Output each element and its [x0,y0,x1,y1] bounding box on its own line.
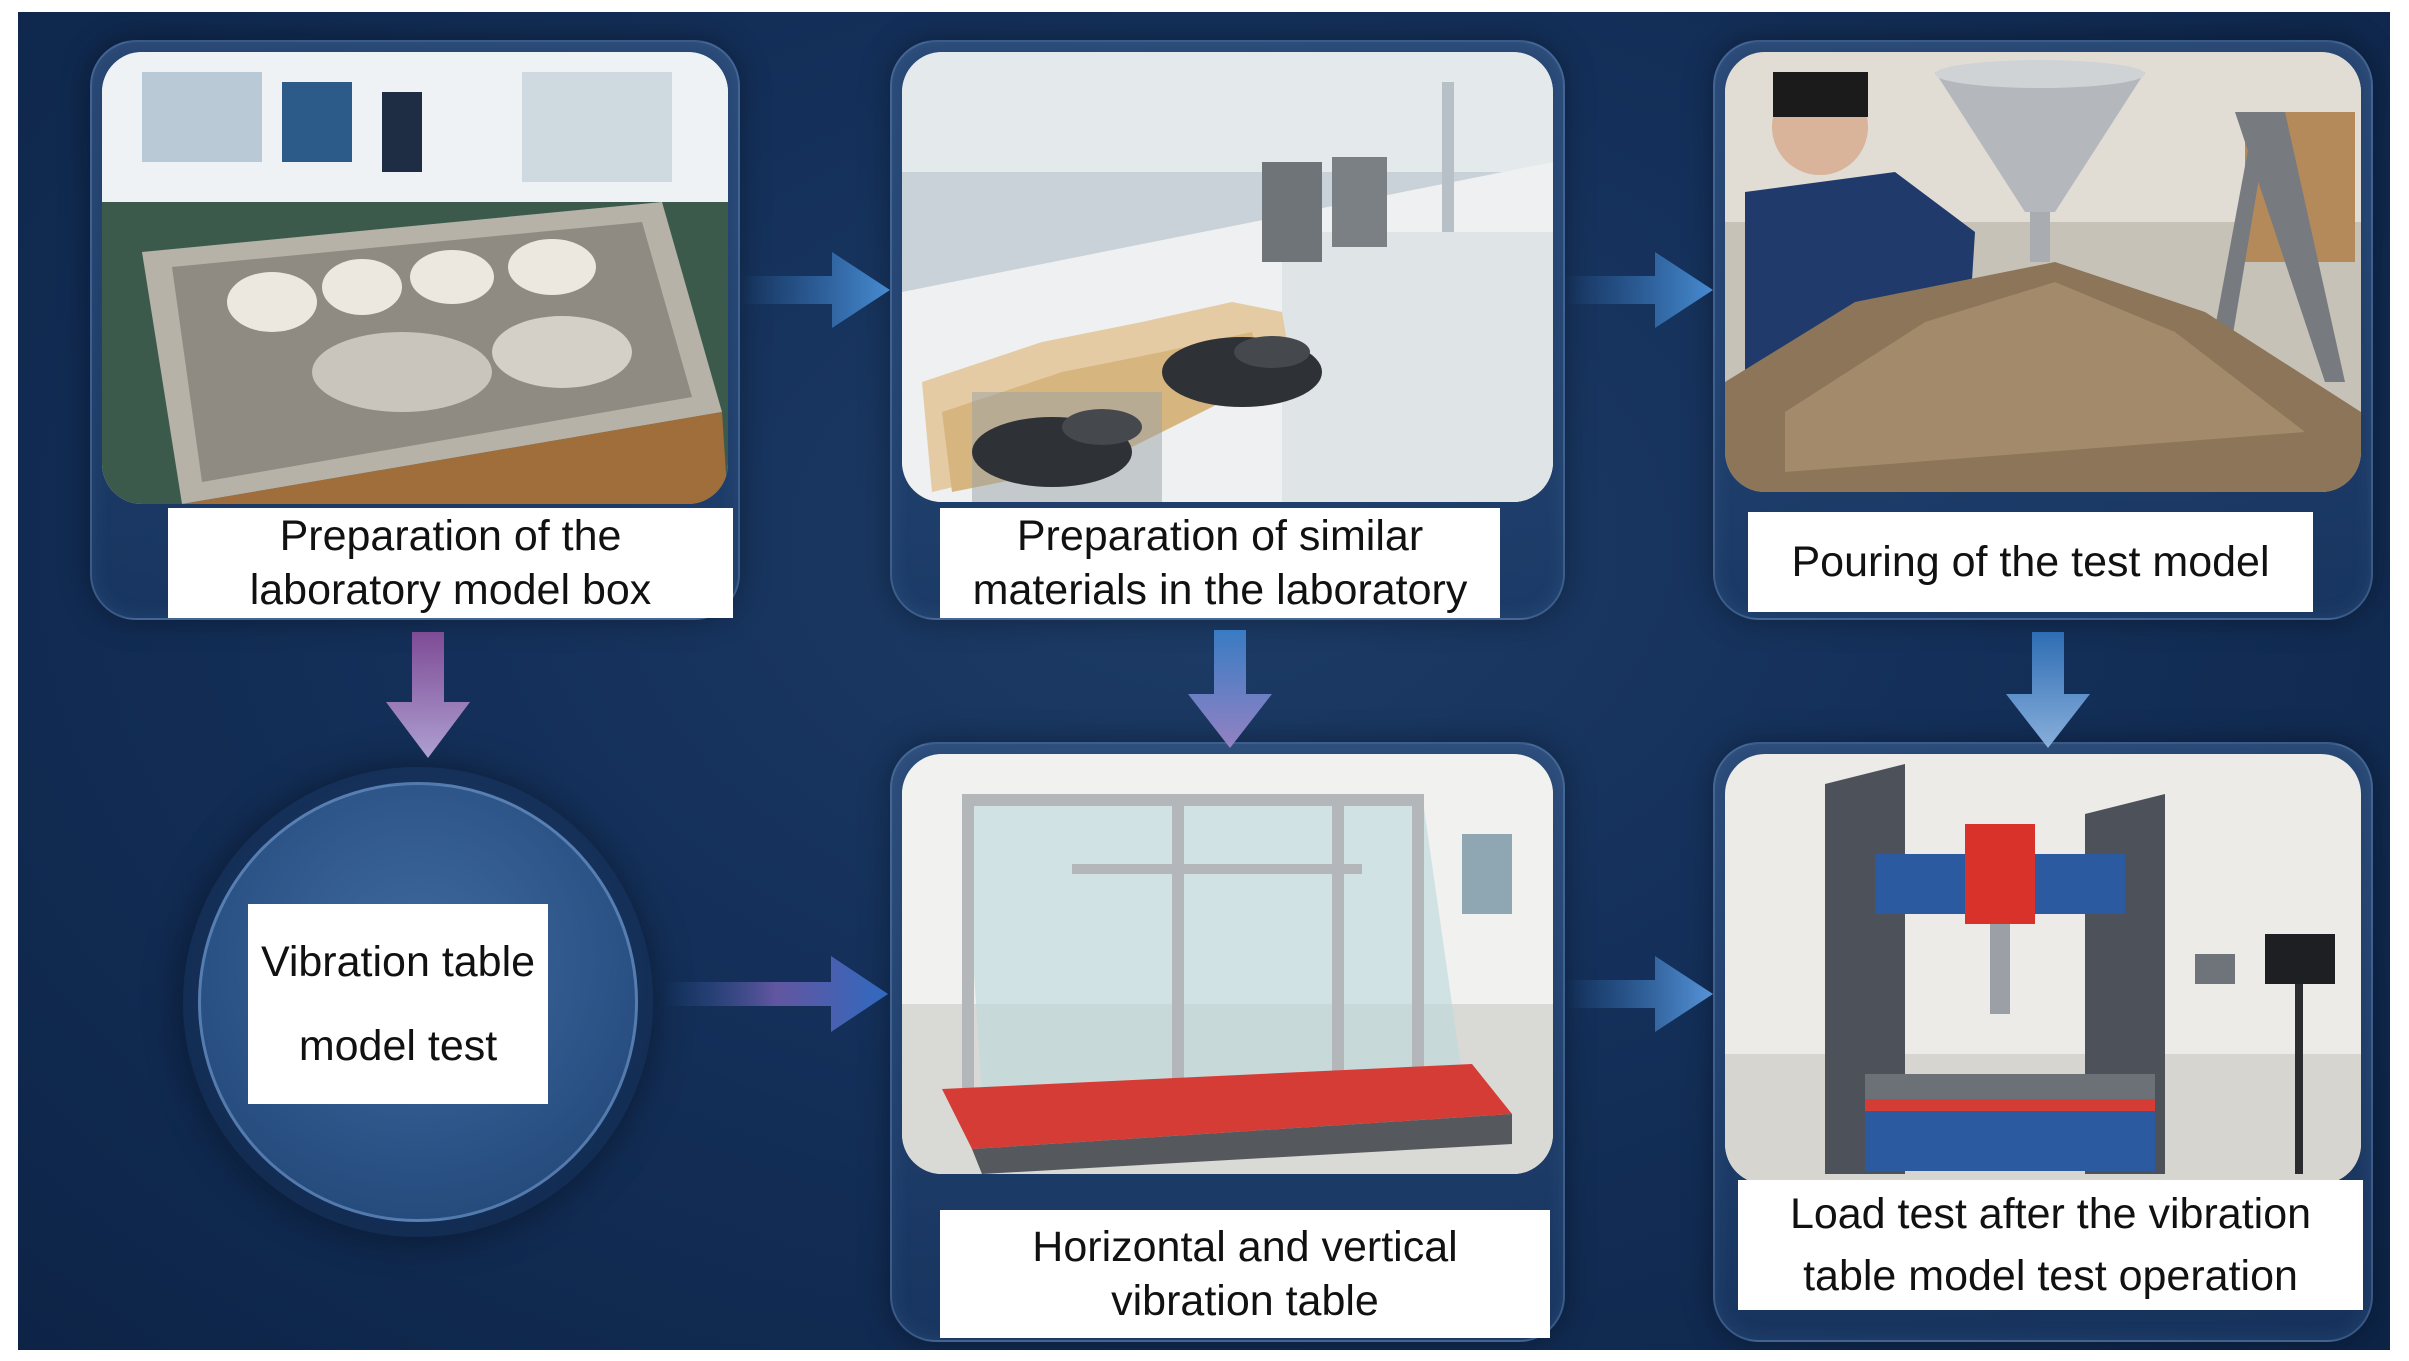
arrow-right-icon [1565,952,1713,1036]
step-label-vibration-test: Vibration table model test [248,904,548,1104]
similar-materials-photo [902,52,1553,502]
step-label-load-test-line1: Load test after the vibration [1789,1190,2312,1238]
arrow-down-icon [386,632,470,758]
model-box-photo [102,52,728,504]
step-label-vibration-test-line1: Vibration table [260,938,536,986]
step-label-similar-materials-line1: Preparation of similar [1016,512,1424,560]
step-label-model-box: Preparation of the laboratory model box [168,508,733,618]
arrow-down-icon [1188,630,1272,748]
step-label-model-box-line1: Preparation of the [279,512,622,560]
step-label-model-box-line2: laboratory model box [249,566,652,614]
step-label-load-test-line2: table model test operation [1803,1252,2298,1300]
step-label-shake-table-line2: vibration table [1111,1277,1379,1325]
step-label-pouring-line1: Pouring of the test model [1791,538,2270,586]
arrow-right-icon [740,248,890,332]
shake-table-photo [902,754,1553,1174]
load-test-photo [1725,754,2361,1184]
step-label-shake-table-line1: Horizontal and vertical [1032,1223,1458,1271]
step-label-similar-materials: Preparation of similar materials in the … [940,508,1500,618]
arrow-right-icon [663,952,888,1036]
diagram-board: Preparation of the laboratory model box [18,12,2390,1350]
arrow-right-icon [1565,248,1713,332]
step-label-shake-table: Horizontal and vertical vibration table [940,1210,1550,1338]
step-label-pouring: Pouring of the test model [1748,512,2313,612]
arrow-down-icon [2006,632,2090,748]
step-label-load-test: Load test after the vibration table mode… [1738,1180,2363,1310]
pouring-photo [1725,52,2361,492]
step-label-vibration-test-line2: model test [298,1022,498,1070]
step-label-similar-materials-line2: materials in the laboratory [972,566,1468,614]
